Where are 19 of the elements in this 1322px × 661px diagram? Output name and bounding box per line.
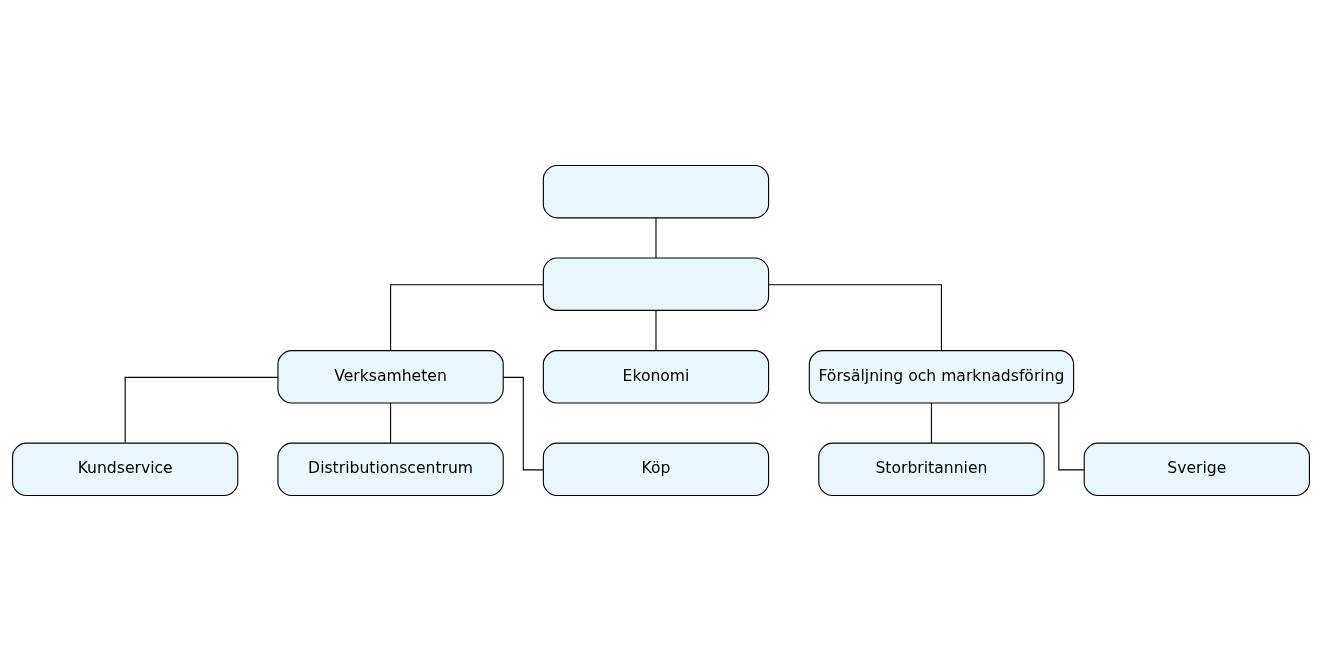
node-box: Verksamheten (277, 350, 504, 404)
connector (1058, 402, 1085, 471)
node-box: Distributionscentrum (277, 442, 504, 497)
connector (655, 309, 657, 351)
node-box (542, 164, 770, 219)
node-box: Sverige (1083, 442, 1310, 497)
connector (768, 284, 942, 351)
connector (655, 217, 657, 259)
connector (124, 376, 279, 444)
node-box: Försäljning och marknadsföring (808, 350, 1075, 404)
connector (390, 284, 544, 351)
node-box: Köp (542, 442, 770, 497)
node-box: Kundservice (12, 442, 239, 497)
node-box: Ekonomi (542, 350, 770, 404)
connector (390, 402, 392, 444)
node-box (542, 257, 770, 311)
connector (502, 376, 544, 471)
node-box: Storbritannien (818, 442, 1045, 497)
connector (930, 402, 932, 444)
